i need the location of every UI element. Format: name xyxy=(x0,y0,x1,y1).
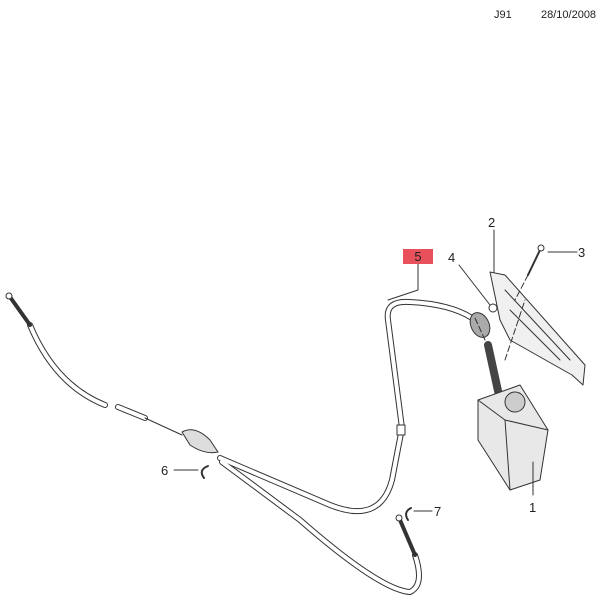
equalizer-housing xyxy=(181,429,219,454)
mounting-bracket xyxy=(489,271,586,386)
diagram-code: J91 xyxy=(494,9,512,21)
callout-7[interactable]: 7 xyxy=(434,504,442,519)
callout-1[interactable]: 1 xyxy=(529,500,537,515)
clip-6 xyxy=(200,465,209,479)
cable-branch-upper xyxy=(217,298,475,515)
spring-rod xyxy=(484,341,504,404)
callout-3[interactable]: 3 xyxy=(578,245,586,260)
callout-2[interactable]: 2 xyxy=(488,215,496,230)
nut xyxy=(488,303,498,313)
right-spring xyxy=(398,518,417,557)
screw xyxy=(527,249,541,276)
left-spring xyxy=(8,295,32,327)
clip-7 xyxy=(405,507,412,521)
left-cable-sheath xyxy=(27,322,108,408)
diagram-date: 28/10/2008 xyxy=(541,9,597,21)
callout-6[interactable]: 6 xyxy=(161,463,169,478)
callout-5-highlighted[interactable]: 5 xyxy=(403,249,433,264)
callout-4[interactable]: 4 xyxy=(448,250,456,265)
parking-brake-actuator xyxy=(477,384,549,491)
